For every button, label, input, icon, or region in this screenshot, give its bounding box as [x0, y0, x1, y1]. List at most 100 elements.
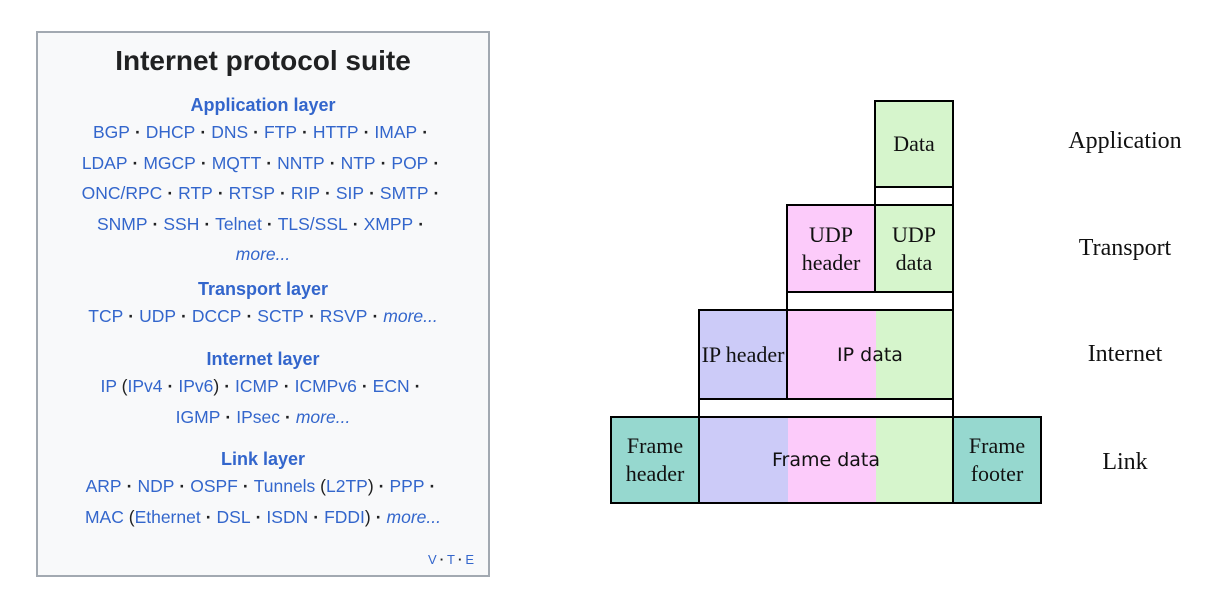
ip-data-block — [786, 309, 954, 400]
protocol-link[interactable]: RSVP — [319, 306, 368, 326]
inline-text: ( — [116, 376, 128, 396]
protocol-link[interactable]: LDAP — [81, 152, 128, 173]
protocol-link[interactable]: IPv4 — [127, 376, 163, 396]
protocol-link[interactable]: MAC — [84, 506, 124, 527]
layer-label-link: Link — [1102, 449, 1148, 475]
more-link[interactable]: more... — [295, 406, 351, 427]
protocol-link[interactable]: UDP — [139, 306, 177, 326]
inline-text: ( — [315, 476, 327, 496]
protocol-link[interactable]: TCP — [88, 306, 124, 326]
protocol-link[interactable]: POP — [391, 152, 429, 173]
protocol-link[interactable]: SIP — [335, 183, 365, 203]
protocol-link[interactable]: ECN — [372, 376, 410, 396]
protocol-link[interactable]: HTTP — [312, 122, 359, 142]
protocol-link[interactable]: MQTT — [211, 152, 262, 173]
protocol-line: BGP·DHCP·DNS·FTP·HTTP·IMAP· — [38, 117, 488, 148]
separator-dot: · — [266, 152, 273, 173]
frame-header-block — [610, 416, 700, 504]
protocol-link[interactable]: Ethernet — [134, 506, 201, 527]
separator-dot: · — [255, 506, 262, 527]
separator-dot: · — [179, 476, 186, 496]
separator-dot: · — [433, 152, 440, 173]
edit-link[interactable]: E — [465, 552, 474, 567]
section-internet-layer: Internet layer IP (IPv4·IPv6)·ICMP·ICMPv… — [38, 347, 488, 432]
separator-dot: · — [224, 376, 231, 396]
protocol-link[interactable]: IPv6 — [178, 376, 214, 396]
separator-dot: · — [205, 506, 212, 527]
ip-header-label: IP header — [701, 341, 785, 367]
separator-dot: · — [285, 406, 291, 427]
protocol-link[interactable]: ISDN — [266, 506, 309, 527]
protocol-line: LDAP·MGCP·MQTT·NNTP·NTP·POP· — [38, 148, 488, 179]
inline-text: ( — [123, 506, 135, 527]
more-link[interactable]: more... — [383, 306, 438, 326]
protocol-link[interactable]: FTP — [263, 122, 298, 142]
protocol-link[interactable]: IMAP — [374, 122, 418, 142]
protocol-link[interactable]: ICMPv6 — [294, 376, 357, 396]
vte-links: V·T·E — [428, 552, 474, 567]
protocol-link[interactable]: FDDI — [324, 506, 365, 527]
separator-dot: · — [352, 213, 359, 234]
protocol-link[interactable]: DHCP — [145, 122, 196, 142]
separator-dot: · — [225, 406, 232, 427]
protocol-link[interactable]: TLS/SSL — [277, 213, 348, 234]
protocol-link[interactable]: SNMP — [96, 213, 148, 234]
protocol-link[interactable]: SSH — [163, 213, 200, 234]
protocol-link[interactable]: DNS — [211, 122, 249, 142]
section-link-layer: Link layer ARP·NDP·OSPF·Tunnels (L2TP)·P… — [38, 447, 488, 532]
separator-dot: · — [167, 183, 174, 203]
ip-data-label: IP data — [837, 343, 903, 366]
udp-data-label: UDP data — [891, 221, 936, 275]
protocol-link[interactable]: ICMP — [235, 376, 279, 396]
protocol-link[interactable]: XMPP — [363, 213, 414, 234]
protocol-line: more... — [38, 239, 488, 270]
protocol-link[interactable]: ARP — [85, 476, 122, 496]
protocol-link[interactable]: MGCP — [143, 152, 196, 173]
separator-dot: · — [429, 476, 436, 496]
protocol-line: ONC/RPC·RTP·RTSP·RIP·SIP·SMTP· — [38, 178, 488, 209]
separator-dot: · — [422, 122, 429, 142]
view-link[interactable]: V — [428, 552, 437, 567]
separator-dot: · — [418, 213, 425, 234]
section-heading[interactable]: Application layer — [190, 95, 336, 115]
protocol-link[interactable]: OSPF — [190, 476, 238, 496]
more-link[interactable]: more... — [235, 244, 291, 264]
protocol-link[interactable]: Telnet — [215, 213, 262, 234]
protocol-link[interactable]: Tunnels — [253, 476, 316, 496]
separator-dot: · — [204, 213, 211, 234]
protocol-link[interactable]: NTP — [340, 152, 376, 173]
protocol-link[interactable]: DCCP — [191, 306, 242, 326]
section-heading[interactable]: Transport layer — [197, 279, 329, 299]
protocol-link[interactable]: ONC/RPC — [81, 183, 163, 203]
protocol-link[interactable]: L2TP — [326, 476, 368, 496]
protocol-link[interactable]: RTSP — [228, 183, 276, 203]
protocol-link[interactable]: IP — [100, 376, 117, 396]
frame-data-block — [698, 416, 954, 504]
protocol-link[interactable]: PPP — [389, 476, 425, 496]
protocol-link[interactable]: RIP — [290, 183, 321, 203]
protocol-link[interactable]: NDP — [137, 476, 175, 496]
separator-dot: · — [266, 213, 273, 234]
talk-link[interactable]: T — [447, 552, 455, 567]
separator-dot: · — [128, 306, 135, 326]
section-heading[interactable]: Link layer — [220, 449, 306, 469]
section-transport-layer: Transport layer TCP·UDP·DCCP·SCTP·RSVP·m… — [38, 277, 488, 332]
separator-dot: · — [200, 152, 207, 173]
protocol-link[interactable]: RTP — [178, 183, 213, 203]
frame-footer-label: Frame footer — [968, 433, 1026, 486]
protocol-link[interactable]: DSL — [216, 506, 251, 527]
more-link[interactable]: more... — [386, 506, 442, 527]
udp-header-block — [786, 204, 876, 293]
protocol-link[interactable]: BGP — [92, 122, 130, 142]
protocol-link[interactable]: SMTP — [379, 183, 429, 203]
udp-trailer-box — [786, 291, 954, 311]
protocol-link[interactable]: SCTP — [257, 306, 304, 326]
separator-dot: · — [152, 213, 159, 234]
separator-dot: · — [369, 183, 375, 203]
layer-label-internet: Internet — [1087, 341, 1163, 367]
protocol-line: TCP·UDP·DCCP·SCTP·RSVP·more... — [38, 301, 488, 332]
protocol-link[interactable]: NNTP — [277, 152, 325, 173]
protocol-link[interactable]: IPsec — [236, 406, 281, 427]
protocol-link[interactable]: IGMP — [175, 406, 221, 427]
section-heading[interactable]: Internet layer — [206, 349, 320, 369]
